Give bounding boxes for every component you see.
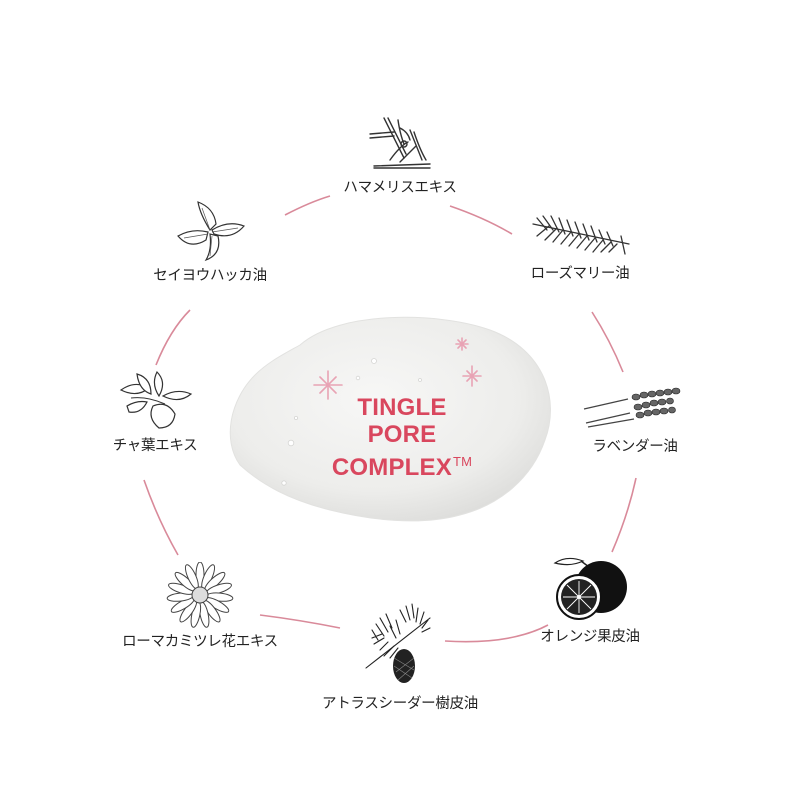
ingredient-label: ローマカミツレ花エキス [122,634,278,650]
tea-leaf-icon [119,370,193,429]
cedar-icon [365,603,431,683]
ingredient-tea-leaf: チャ葉エキス [80,370,230,455]
ingredient-label: セイヨウハッカ油 [153,268,267,284]
rosemary-icon [532,215,630,255]
ingredient-rosemary: ローズマリー油 [510,210,650,283]
ingredient-label: オレンジ果皮油 [540,629,640,645]
ingredient-label: チャ葉エキス [112,438,198,454]
title-line-2: PORE [367,421,437,448]
sparkle-icon [313,337,482,400]
product-title: TINGLE PORE COMPLEXTM [322,394,482,481]
peppermint-icon [177,201,246,262]
ingredient-witch-hazel: ハマメリスエキス [320,110,480,197]
witch-hazel-icon [369,117,431,169]
ingredient-orange: オレンジ果皮油 [510,555,670,646]
orange-icon [553,557,627,620]
ingredient-label: アトラスシーダー樹皮油 [322,696,478,712]
ingredient-label: ラベンダー油 [592,439,678,455]
ingredient-peppermint: セイヨウハッカ油 [130,200,290,285]
ingredient-lavender: ラベンダー油 [560,385,710,456]
lavender-icon [583,387,681,428]
title-line-3: COMPLEXTM [331,454,473,481]
trademark-symbol: TM [452,454,473,469]
ingredient-chamomile: ローマカミツレ花エキス [100,562,300,651]
title-line-1: TINGLE [357,394,447,421]
ingredient-label: ハマメリスエキス [343,180,457,196]
chamomile-icon [166,562,234,628]
ingredient-label: ローズマリー油 [530,266,630,282]
ingredient-atlas-cedar: アトラスシーダー樹皮油 [290,600,510,713]
